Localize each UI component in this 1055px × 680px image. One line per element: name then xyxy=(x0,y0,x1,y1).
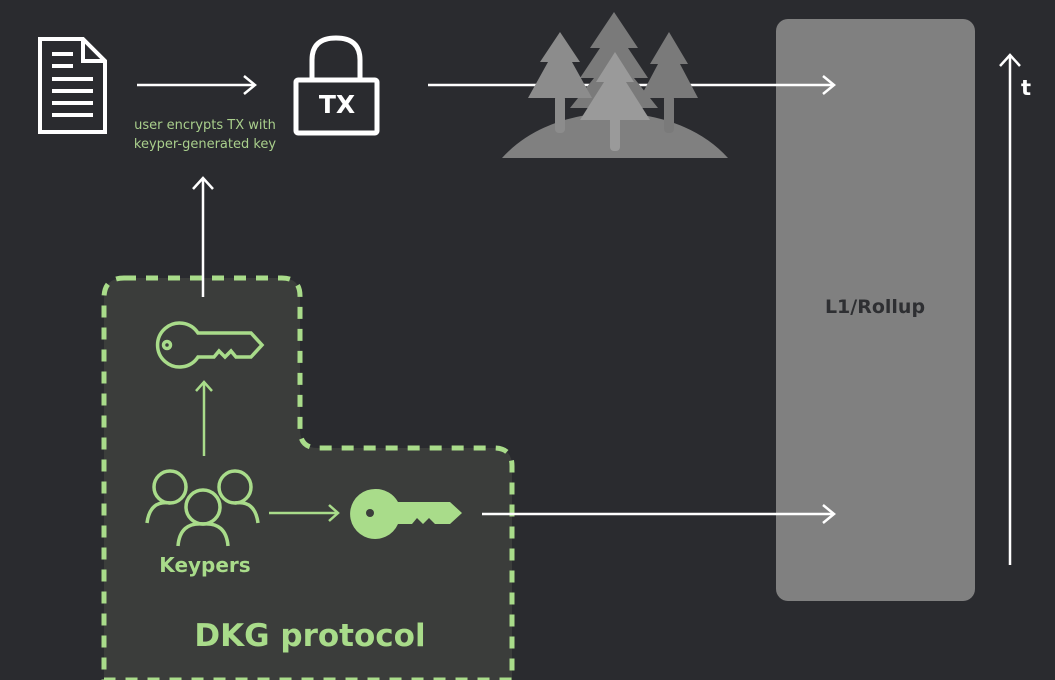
encrypt-caption: user encrypts TX with keyper-generated k… xyxy=(110,116,300,154)
caption-line-1: user encrypts TX with xyxy=(134,118,276,133)
arrow-keypers-to-public-key xyxy=(195,380,213,456)
keypers-label: Keypers xyxy=(159,553,251,577)
arrow-key-to-encrypt xyxy=(192,176,214,297)
keypers-icon xyxy=(145,469,260,547)
chain-label: L1/Rollup xyxy=(824,296,926,318)
lock-icon xyxy=(293,35,380,136)
document-icon xyxy=(38,37,107,134)
lock-label: TX xyxy=(318,90,356,119)
arrow-key-to-chain xyxy=(482,504,836,524)
public-key-icon xyxy=(155,321,265,369)
secret-key-icon xyxy=(350,488,462,539)
forest-icon xyxy=(502,12,728,158)
dkg-protocol-label: DKG protocol xyxy=(194,618,426,654)
time-axis-label: t xyxy=(1020,76,1032,100)
arrow-keypers-to-secret-key xyxy=(269,504,340,522)
time-axis-arrow xyxy=(999,53,1021,565)
caption-line-2: keyper-generated key xyxy=(133,137,277,152)
chain-box xyxy=(776,19,975,601)
arrow-encrypt xyxy=(137,75,257,95)
dkg-region xyxy=(101,275,515,680)
